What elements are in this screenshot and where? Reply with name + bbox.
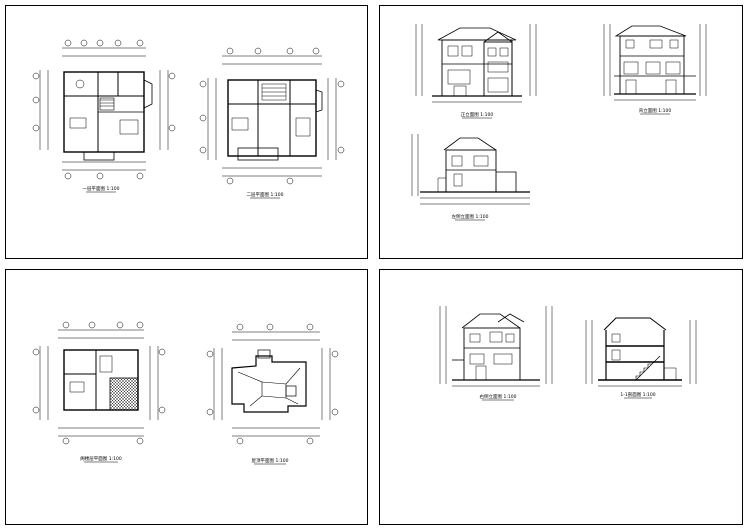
drawing-roof-plan bbox=[206, 323, 339, 445]
caption-attic-floor-plan: 阁楼层平面图 1:100 bbox=[80, 455, 122, 462]
caption-right-side-elevation: 右侧立面图 1:100 bbox=[480, 393, 517, 400]
caption-rear-elevation: 背立面图 1:100 bbox=[639, 107, 672, 114]
drawing-right-side-elevation bbox=[439, 306, 553, 387]
caption-second-floor-plan: 二层平面图 1:100 bbox=[247, 192, 284, 198]
drawing-rear-elevation bbox=[603, 24, 707, 101]
caption-section-1-1: 1-1剖面图 1:100 bbox=[620, 391, 655, 398]
sheet-attic-roof-plans bbox=[5, 269, 368, 525]
sheet-elevations bbox=[379, 5, 743, 259]
caption-ground-floor-plan: 一层平面图 1:100 bbox=[83, 186, 120, 192]
caption-front-elevation: 正立面图 1:100 bbox=[461, 111, 494, 118]
sheet-floor-plans bbox=[5, 5, 368, 259]
sheet-elevation-section bbox=[379, 269, 743, 525]
drawing-ground-floor-plan bbox=[32, 39, 176, 180]
drawing-front-elevation bbox=[415, 24, 537, 103]
drawing-left-side-elevation bbox=[411, 134, 530, 205]
drawing-section-1-1 bbox=[585, 317, 697, 387]
caption-roof-plan: 屋顶平面图 1:100 bbox=[252, 458, 289, 464]
caption-left-side-elevation: 左侧立面图 1:100 bbox=[452, 213, 489, 220]
drawing-attic-floor-plan bbox=[32, 321, 166, 445]
drawing-second-floor-plan bbox=[199, 47, 345, 185]
